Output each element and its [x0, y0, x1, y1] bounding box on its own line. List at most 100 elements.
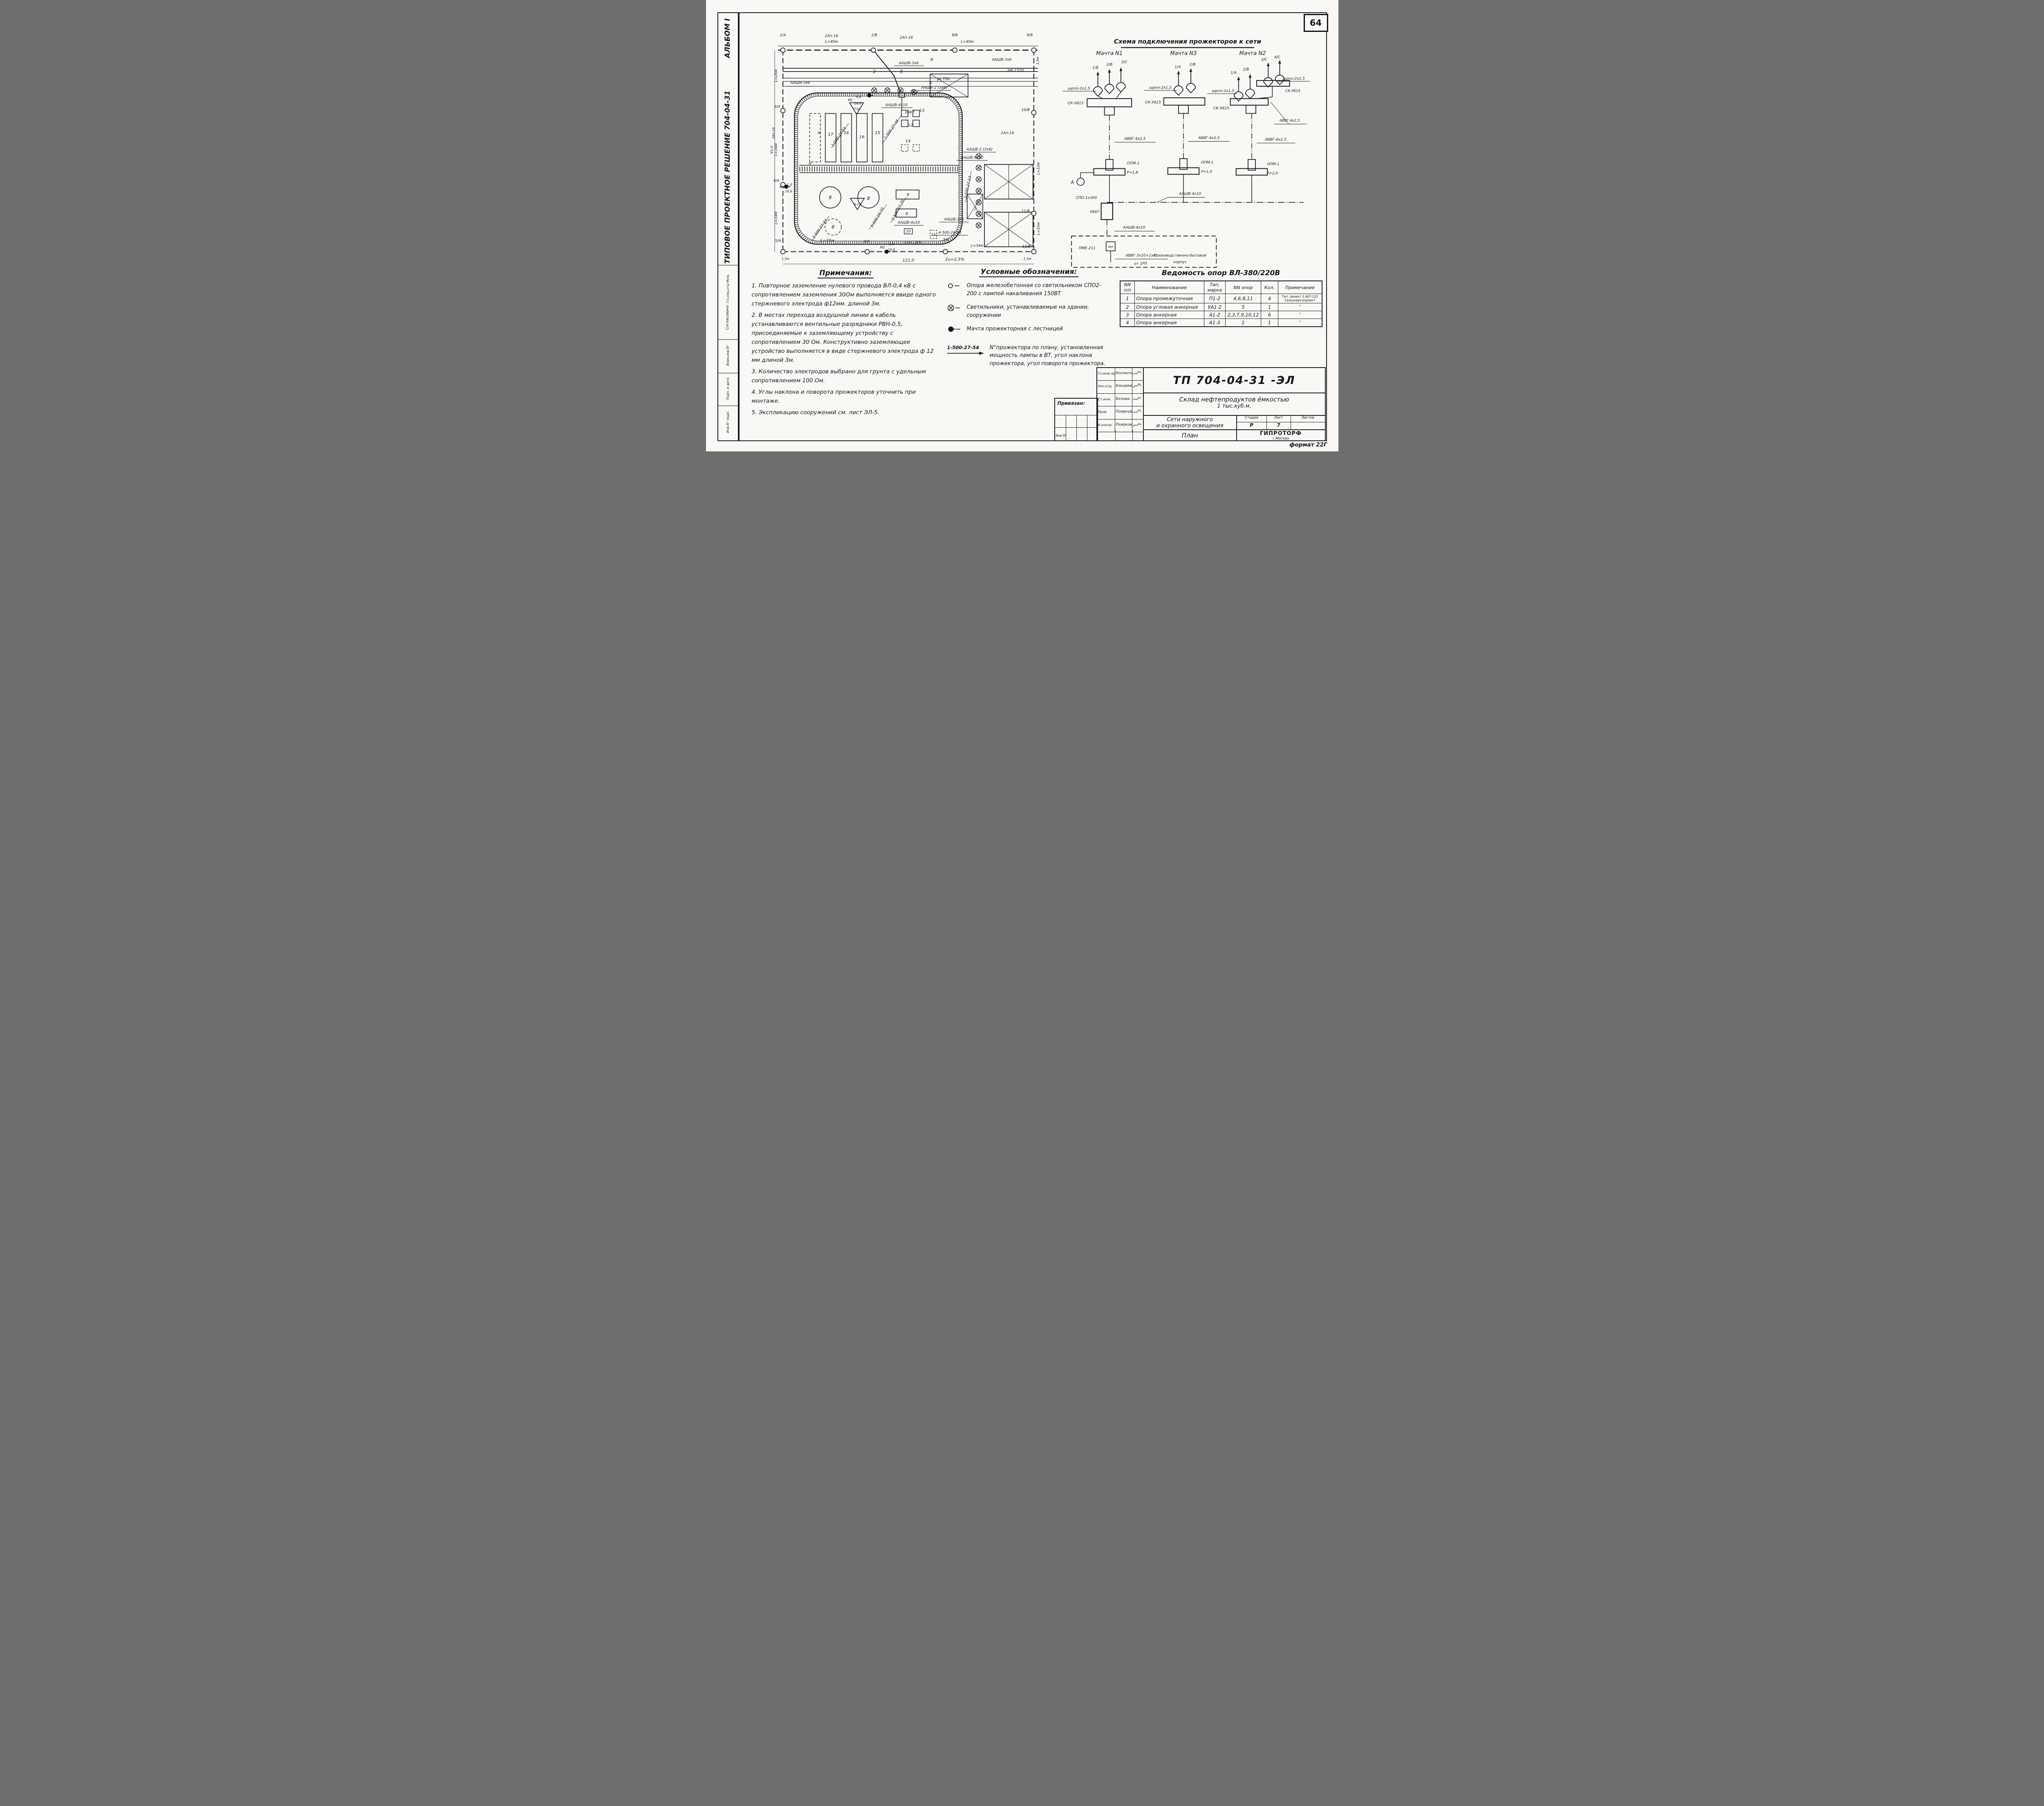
schematic-canvas-label: ОПМ-1: [1266, 162, 1279, 166]
plan-canvas-label: 11: [931, 233, 936, 237]
plan-canvas-label: Σu=1,6%: [904, 240, 921, 245]
plan-canvas-label: 16: [843, 131, 849, 135]
plan-canvas-label: 12: [908, 123, 913, 128]
plan-canvas-label: N: [809, 162, 811, 166]
plan-canvas-label: 1,5м: [781, 257, 789, 261]
signature-grid: Гл.инж.пр. Косматов Нач.отд. Кокорев Ст.…: [1097, 368, 1143, 432]
plan-canvas-label: 9/В: [1026, 33, 1033, 37]
schematic-canvas-label: 4/С: [1274, 56, 1280, 60]
divider: [1055, 427, 1097, 428]
mast-dot-icon: [947, 325, 967, 333]
table-row: 1 Опора промежуточная П1-2 4,6,8,11 4 Ти…: [1119, 294, 1322, 303]
schematic-canvas-label: шрпл-2х1,5: [1282, 77, 1305, 81]
schematic-canvas-label: 3/С: [1121, 61, 1127, 65]
table-row: 2 Опора угловая анкерная УА1-2 5 1 ″: [1119, 303, 1322, 311]
plan-canvas-label: 2Ап-16: [772, 127, 775, 139]
plan-canvas-label: ААШВ-4х10: [960, 156, 983, 160]
col-header: NN п/п: [1119, 280, 1135, 294]
plan-canvas-label: 4/А: [773, 179, 779, 183]
cell: 4: [1260, 294, 1279, 303]
col-header: Тип, марка: [1204, 280, 1226, 294]
schematic-canvas-label: АВВГ-4х2,5: [1123, 137, 1145, 141]
project-name-line2: 1 тыс.куб.м.: [1217, 403, 1251, 409]
cell: 2,3,7,9,10,12: [1225, 311, 1261, 319]
plan-canvas-label: 8: [831, 224, 834, 230]
table-row: 4 Опора анкерная А1-3 1 1 ″: [1119, 319, 1322, 327]
building-outline: [1071, 236, 1217, 268]
schematic-canvas-label: АВВГ-4х2,5: [1198, 136, 1220, 140]
series-title: ТИПОВОЕ ПРОЕКТНОЕ РЕШЕНИЕ 704-04-31: [723, 90, 732, 264]
plan-canvas-label: 7/А: [943, 238, 949, 242]
page-number: 64: [1309, 18, 1322, 28]
plan-canvas-label: 2Ап-16: [1001, 131, 1014, 135]
format-note: формат 22Г: [1289, 442, 1327, 448]
stamp-podp-data: Подп. и дата: [726, 377, 729, 400]
notes-title: Примечания:: [752, 269, 940, 278]
cell: 3: [1119, 311, 1135, 319]
pole-table-section: Ведомость опор ВЛ-380/220В NN п/п Наимен…: [1119, 269, 1322, 327]
legend-item-text: Мачта прожекторная с лестницей: [966, 326, 1063, 332]
schematic-canvas-label: Производственно-бытовой: [1154, 254, 1206, 258]
plan-canvas-label: 8: [829, 195, 831, 200]
schematic-canvas-label: ОПМ-1: [1127, 162, 1139, 166]
schematic-canvas-label: 2/В: [1189, 63, 1195, 67]
strip-divider: [717, 339, 738, 340]
note-item: 2. В местах перехода воздушной линии в к…: [751, 312, 934, 364]
cell: 1: [1260, 319, 1279, 327]
plan-canvas-label: 10: [906, 229, 911, 233]
plan-canvas-label: 4-500-24-88: [938, 231, 961, 235]
drawing-frame: [737, 12, 1327, 441]
plan-canvas-label: 2-500-27-34: [811, 218, 828, 240]
stage-value: Р: [1237, 422, 1267, 430]
signature-icon: [1132, 381, 1142, 393]
cell: 4,6,8,11: [1225, 294, 1261, 303]
plan-canvas-label: L=33м: [1036, 162, 1040, 175]
plan-canvas-label: НК-1520: [1007, 69, 1024, 73]
plan-canvas-label: 17: [828, 132, 833, 137]
schematic-canvas-label: СК-У615: [1145, 101, 1161, 105]
plan-canvas-label: 5: [900, 69, 903, 74]
side-strip-title-row: ТИПОВОЕ ПРОЕКТНОЕ РЕШЕНИЕ 704-04-31 АЛЬБ…: [719, 18, 737, 264]
plan-canvas: 2/А1/В8/Б9/В2Ап-16L=40м2Ап-16L=40м1,5мАА…: [771, 33, 1040, 265]
legend-title: Условные обозначения:: [947, 268, 1111, 277]
signature-row: Нач.отд. Кокорев: [1097, 381, 1143, 394]
drawing-name: План: [1181, 431, 1198, 439]
schematic-canvas-label: СК-У615: [1285, 89, 1300, 93]
plan-canvas-label: 15: [875, 131, 880, 135]
schematic-canvas-label: шрпл-2х1,5: [1149, 86, 1172, 90]
schematic-canvas-label: 2/В: [1106, 63, 1112, 67]
sheet-label: Лист: [1267, 416, 1291, 422]
schematic-canvas-label: Р=2,0: [1266, 171, 1278, 175]
plan-canvas-label: 9: [906, 193, 909, 197]
plan-canvas-label: 1,5м: [1023, 257, 1031, 261]
divider: [1132, 430, 1133, 440]
plan-canvas-label: 1,5м: [1035, 57, 1039, 65]
stamp-agreed: Согласовано Гл.спец.отд Моль: [725, 274, 730, 330]
plan-canvas-label: ААШВ-4х10: [885, 103, 907, 107]
plan-canvas-label: L=26м: [774, 69, 778, 82]
plan-canvas-label: L=33м: [1036, 222, 1040, 235]
plan-canvas-label: ААШВ-3х6: [790, 81, 810, 85]
plan-canvas-label: 2-500-27-13: [964, 176, 972, 199]
page-number-box: 64: [1303, 14, 1328, 32]
col-header: Наименование: [1134, 280, 1204, 294]
col-header: NN опор: [1225, 280, 1261, 294]
schematic-canvas-label: СК-У615: [1213, 106, 1229, 110]
legend-item: Опора железобетонная со светильником СПО…: [947, 282, 1111, 298]
cell: А1-2: [1204, 311, 1226, 319]
plan-canvas-label: 1,0: [787, 183, 792, 187]
note-item: 1. Повторное заземление нулевого провода…: [751, 283, 936, 307]
divider: [1076, 415, 1077, 440]
col-header: Примечание: [1278, 280, 1322, 294]
sheets-count: [1291, 422, 1325, 430]
plan-canvas-label: М2: [880, 245, 885, 249]
plan-canvas-label: 3/А: [774, 105, 780, 109]
schematic-title: Схема подключения прожекторов к сети: [1114, 38, 1261, 45]
attachment-block: Привязан: Инв.N°: [1054, 398, 1098, 441]
schematic-canvas-label: шрпл-2х1,5: [1068, 87, 1090, 91]
note-item: 4. Углы наклона и поворота прожекторов у…: [751, 389, 916, 405]
legend-item: Мачта прожекторная с лестницей: [947, 325, 1111, 333]
schematic-canvas-label: Мачта N2: [1239, 50, 1266, 56]
schematic-canvas-label: СПО-1х300: [1076, 196, 1097, 200]
